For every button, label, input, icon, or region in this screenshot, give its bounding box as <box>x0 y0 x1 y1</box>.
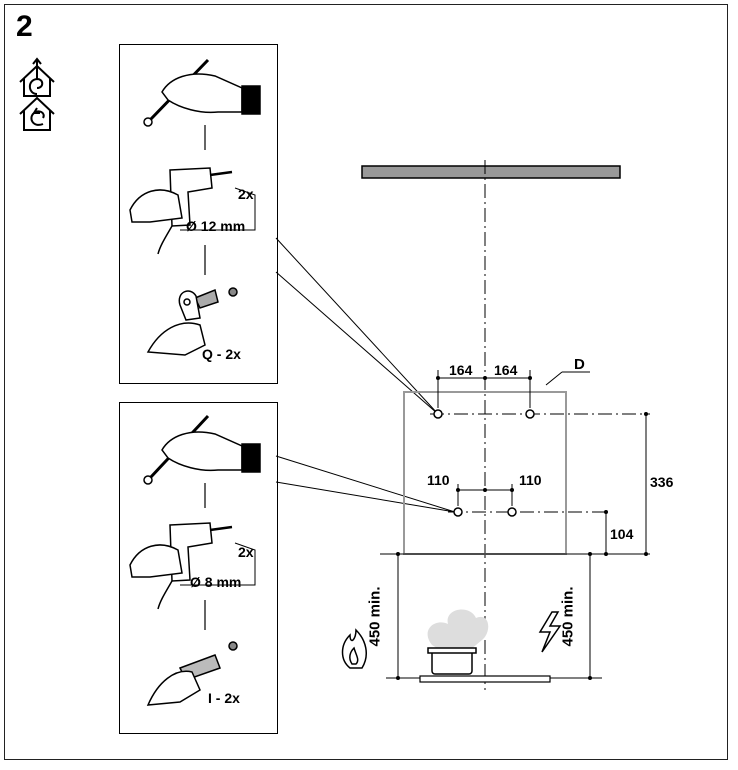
dim-upper-left: 164 <box>449 362 473 378</box>
lower-anchor-label: I - 2x <box>208 690 240 706</box>
marking-pencil-icon <box>143 58 261 127</box>
upper-hole-left <box>433 409 443 419</box>
upper-anchor-label: Q - 2x <box>202 346 241 362</box>
gas-flame-icon <box>341 628 368 669</box>
dim-gas-clearance: 450 min. <box>366 586 384 647</box>
wall-plug-q-icon <box>146 287 238 356</box>
hob <box>419 675 551 683</box>
dim-lower-left: 110 <box>427 472 450 488</box>
dim-upper-right: 164 <box>494 362 518 378</box>
dim-lower-right: 110 <box>519 472 542 488</box>
lower-hole-right <box>507 507 517 517</box>
wall-plug-i-icon <box>146 641 238 706</box>
dim-height-bottom: 104 <box>610 526 634 542</box>
recirculation-icon <box>19 96 55 131</box>
marking-pencil-icon <box>143 414 261 485</box>
step-number: 2 <box>16 10 33 43</box>
upper-drill-count: 2x <box>238 186 254 202</box>
upper-drill-size: Ø 12 mm <box>186 218 246 234</box>
lower-hole-left <box>453 507 463 517</box>
template-label: D <box>574 356 585 373</box>
leader-lines <box>275 237 456 513</box>
dim-height-total: 336 <box>650 474 674 490</box>
ceiling <box>361 165 621 179</box>
upper-hole-right <box>525 409 535 419</box>
electric-icon <box>538 611 562 653</box>
instruction-frame <box>4 4 728 760</box>
dim-electric-clearance: 450 min. <box>559 586 577 647</box>
drill-8mm-icon <box>129 522 256 610</box>
ducted-exhaust-icon <box>19 57 55 97</box>
lower-drill-count: 2x <box>238 544 254 560</box>
lower-drill-size: Ø 8 mm <box>190 574 242 590</box>
pot-with-steam <box>427 609 489 675</box>
drill-12mm-icon <box>129 167 256 255</box>
